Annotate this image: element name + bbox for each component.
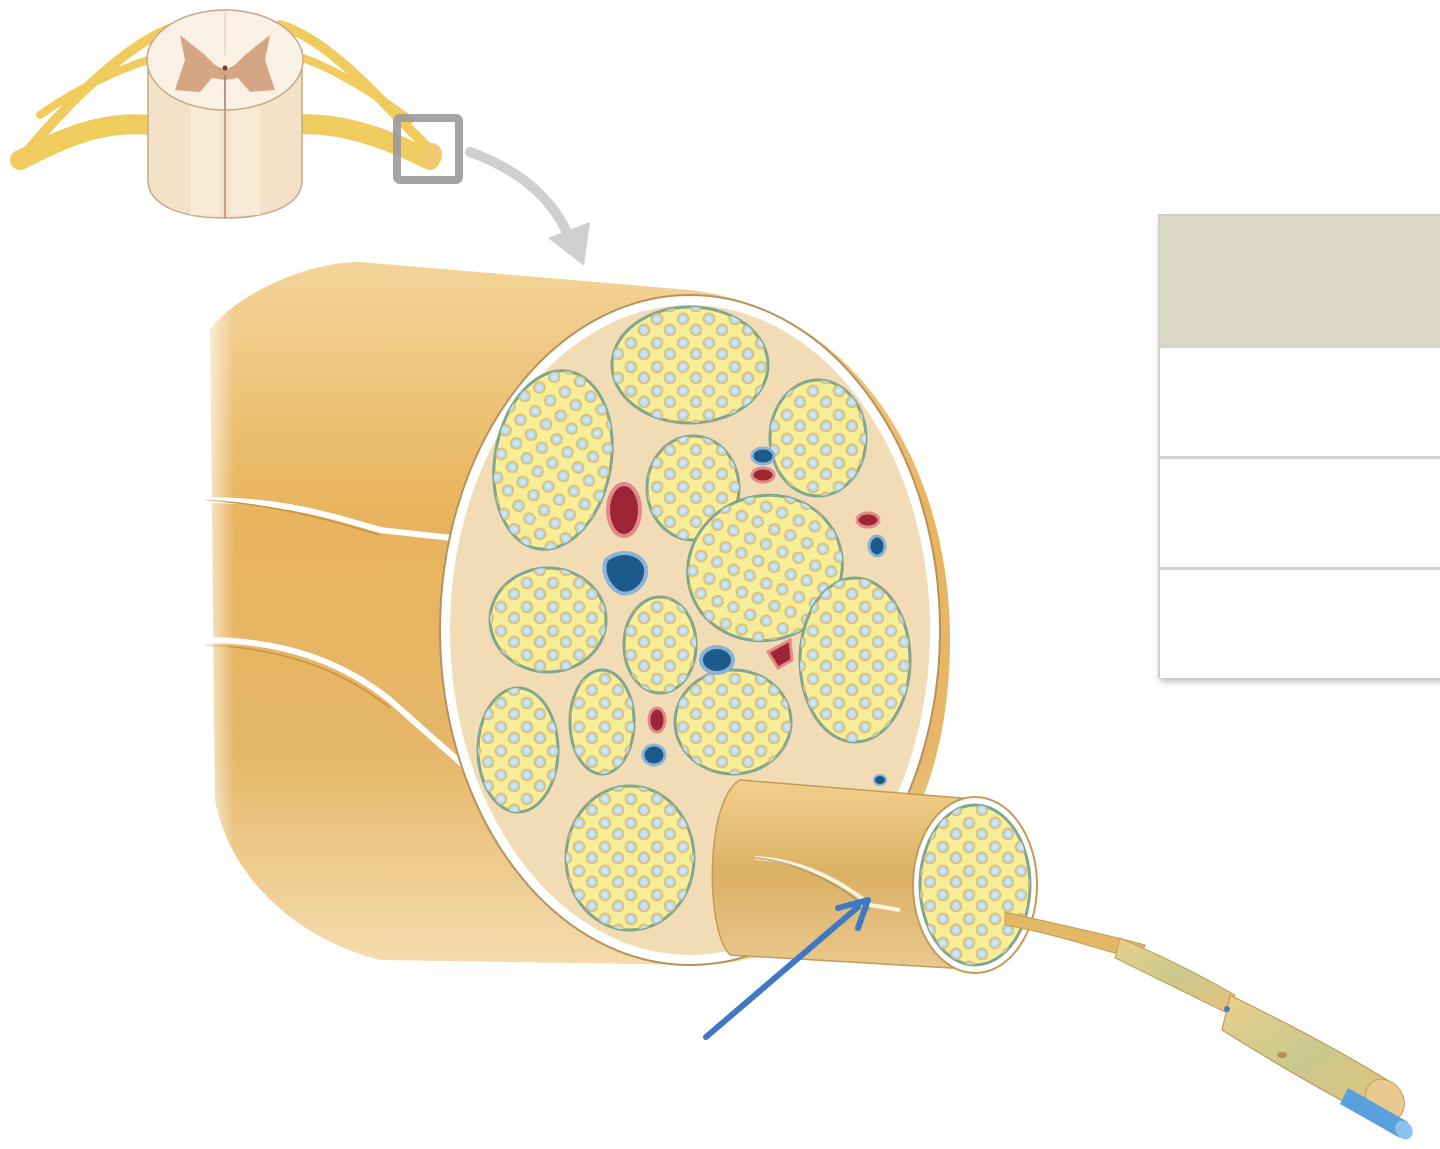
label-row-text [1160,570,1440,590]
label-row-1[interactable] [1160,345,1440,456]
nerve-fiber [1004,911,1413,1140]
label-header-text [1160,216,1440,236]
extracted-fascicle [711,779,1038,974]
spinal-cord-inset [10,9,463,219]
label-table-header [1160,216,1440,345]
fascicles [476,305,912,932]
pointer-arrow [703,897,871,1040]
label-table [1158,214,1440,678]
label-row-text [1160,348,1440,368]
label-row-3[interactable] [1160,567,1440,678]
callout-arrow [465,147,590,266]
blood-vessels [602,446,887,786]
label-row-text [1160,459,1440,479]
label-row-2[interactable] [1160,456,1440,567]
nerve-cross-section [439,294,941,966]
